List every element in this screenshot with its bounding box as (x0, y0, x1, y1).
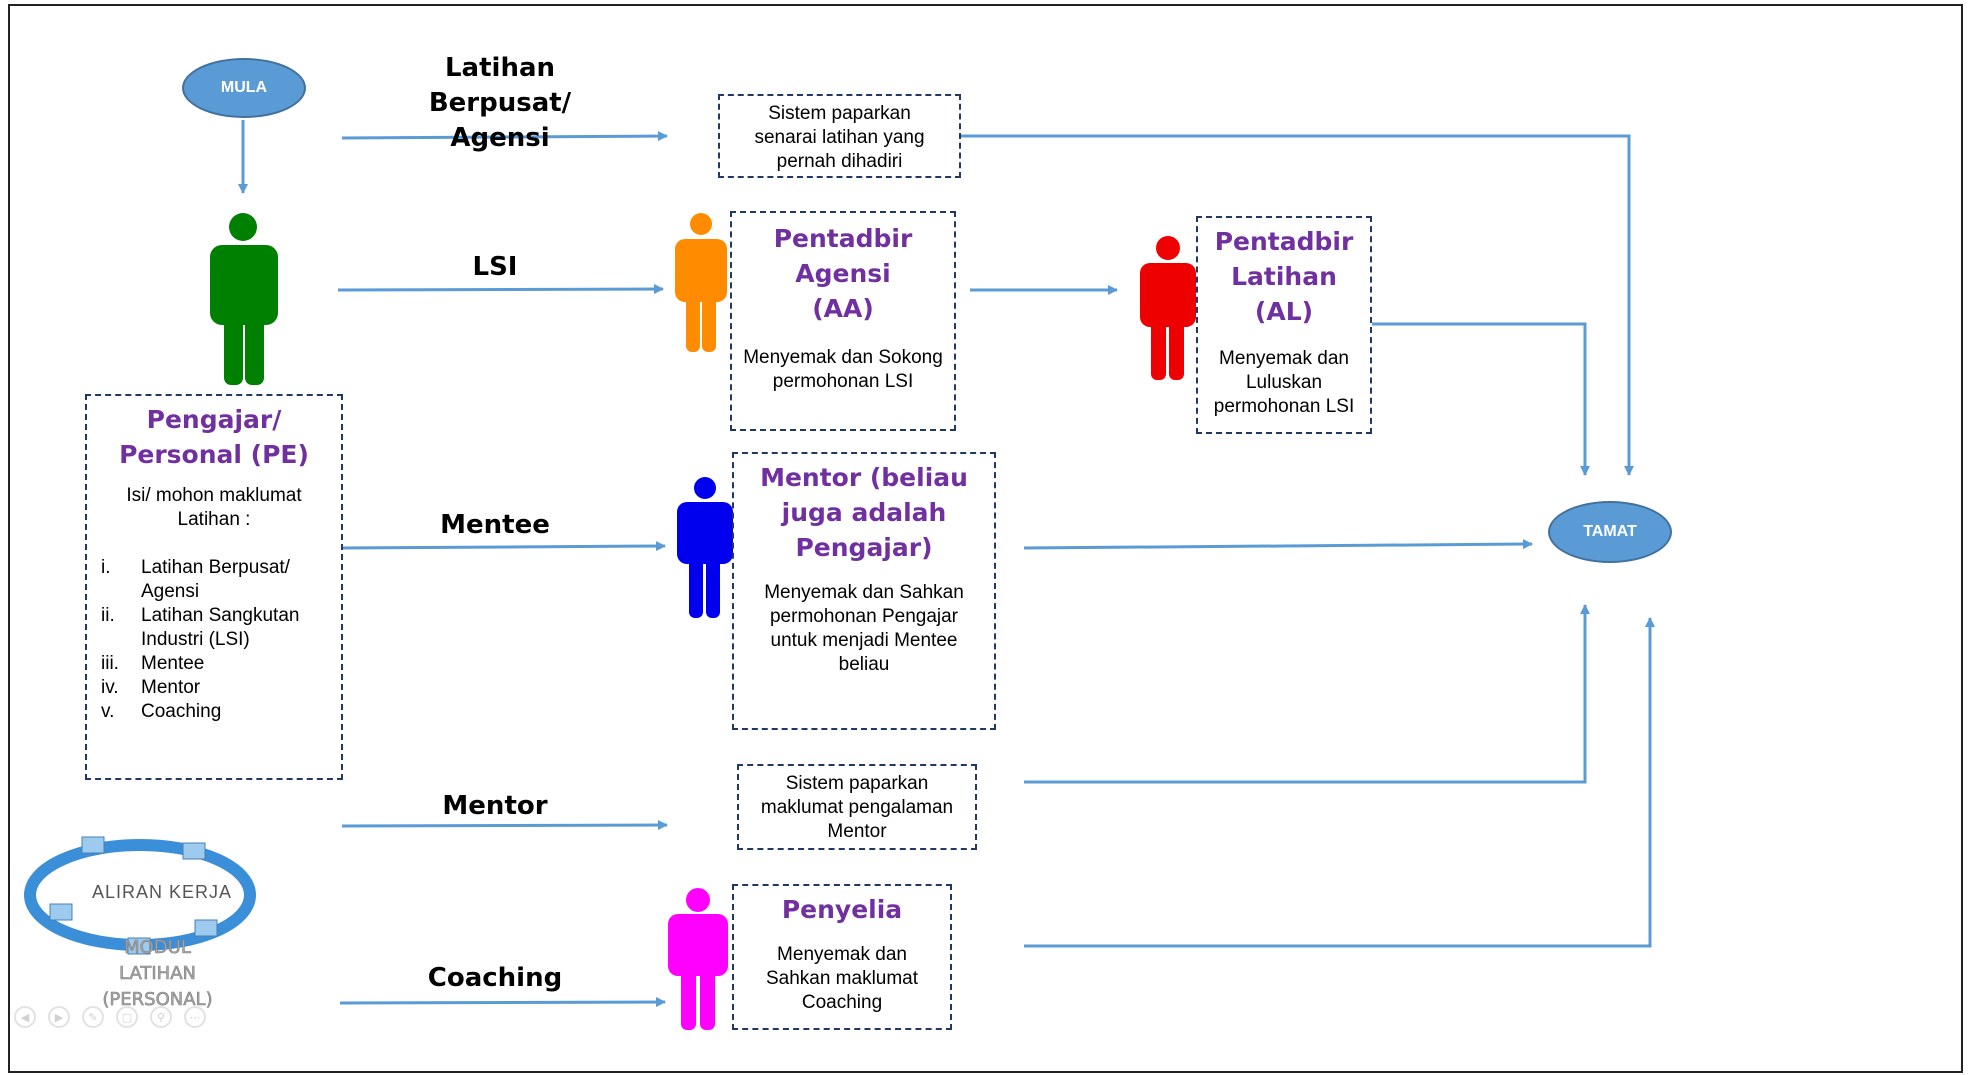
penyelia-desc: Menyemak dan Sahkan maklumat Coaching (765, 944, 919, 1013)
mentor-desc: Menyemak dan Sahkan permohonan Pengajar … (764, 582, 964, 675)
slide-frame (8, 4, 1963, 1073)
al-desc: Menyemak dan Luluskan permohonan LSI (1213, 348, 1355, 417)
mentor-person-icon (677, 477, 733, 618)
aa-person-icon (675, 213, 727, 352)
sistem-mentor-box: Sistem paparkan maklumat pengalaman Ment… (737, 764, 977, 850)
slides-icon[interactable]: ▢ (116, 1006, 138, 1028)
list-item: iii.Mentee (101, 653, 205, 674)
end-node: TAMAT (1548, 501, 1672, 563)
modul-latihan-caption: MODUL LATIHAN (PERSONAL) (102, 937, 213, 1011)
prev-slide-icon[interactable]: ◀ (14, 1006, 36, 1028)
arrow-al-to-tamat (1372, 322, 1590, 476)
mentor-title: Mentor (beliau juga adalah Pengajar) (760, 463, 968, 562)
arrow-mentor (341, 820, 668, 831)
pe-item-list: i.Latihan Berpusat/ Agensi ii.Latihan Sa… (101, 556, 327, 724)
aliran-kerja-logo (24, 836, 256, 955)
zoom-icon[interactable]: ⚲ (150, 1006, 172, 1028)
aliran-kerja-text: ALIRAN KERJA (92, 882, 233, 902)
aa-desc: Menyemak dan Sokong permohonan LSI (743, 347, 943, 392)
start-node: MULA (182, 58, 306, 118)
penyelia-box: Penyelia Menyemak dan Sahkan maklumat Co… (732, 884, 952, 1030)
pe-intro: Isi/ mohon maklumat Latihan : (126, 485, 302, 530)
label-coaching: Coaching (427, 963, 563, 993)
more-options-icon[interactable]: ⋯ (184, 1006, 206, 1028)
next-slide-icon[interactable]: ▶ (48, 1006, 70, 1028)
pen-icon[interactable]: ✎ (82, 1006, 104, 1028)
list-item: i.Latihan Berpusat/ Agensi (101, 557, 290, 602)
arrow-penyelia-to-tamat (1024, 617, 1655, 948)
list-item: v.Coaching (101, 701, 222, 722)
al-person-icon (1140, 236, 1196, 380)
aa-box: Pentadbir Agensi (AA) Menyemak dan Sokon… (730, 211, 956, 431)
aa-title: Pentadbir Agensi (AA) (773, 224, 913, 323)
pe-person-icon (210, 213, 278, 385)
arrow-sistem-latihan-to-tamat (961, 134, 1634, 476)
penyelia-person-icon (668, 888, 728, 1030)
arrow-mentee (341, 541, 666, 552)
al-box: Pentadbir Latihan (AL) Menyemak dan Lulu… (1196, 216, 1372, 434)
label-mentor: Mentor (442, 791, 548, 821)
label-lsi: LSI (472, 252, 518, 282)
label-latihan: Latihan Berpusat/ Agensi (428, 53, 572, 153)
al-title: Pentadbir Latihan (AL) (1214, 227, 1354, 326)
arrow-sistem-mentor-to-tamat (1024, 604, 1590, 784)
penyelia-title: Penyelia (781, 895, 903, 924)
arrow-lsi (337, 284, 664, 295)
pe-box: Pengajar/ Personal (PE) Isi/ mohon maklu… (85, 394, 343, 780)
list-item: ii.Latihan Sangkutan Industri (LSI) (101, 605, 300, 650)
label-mentee: Mentee (440, 510, 550, 540)
arrow-mentor-to-tamat (1023, 539, 1533, 550)
sistem-latihan-box: Sistem paparkan senarai latihan yang per… (718, 94, 961, 178)
arrow-latihan (341, 131, 668, 142)
pe-title: Pengajar/ Personal (PE) (119, 405, 309, 469)
list-item: iv.Mentor (101, 677, 201, 698)
mentor-box: Mentor (beliau juga adalah Pengajar) Men… (732, 452, 996, 730)
arrow-coaching (339, 997, 666, 1008)
